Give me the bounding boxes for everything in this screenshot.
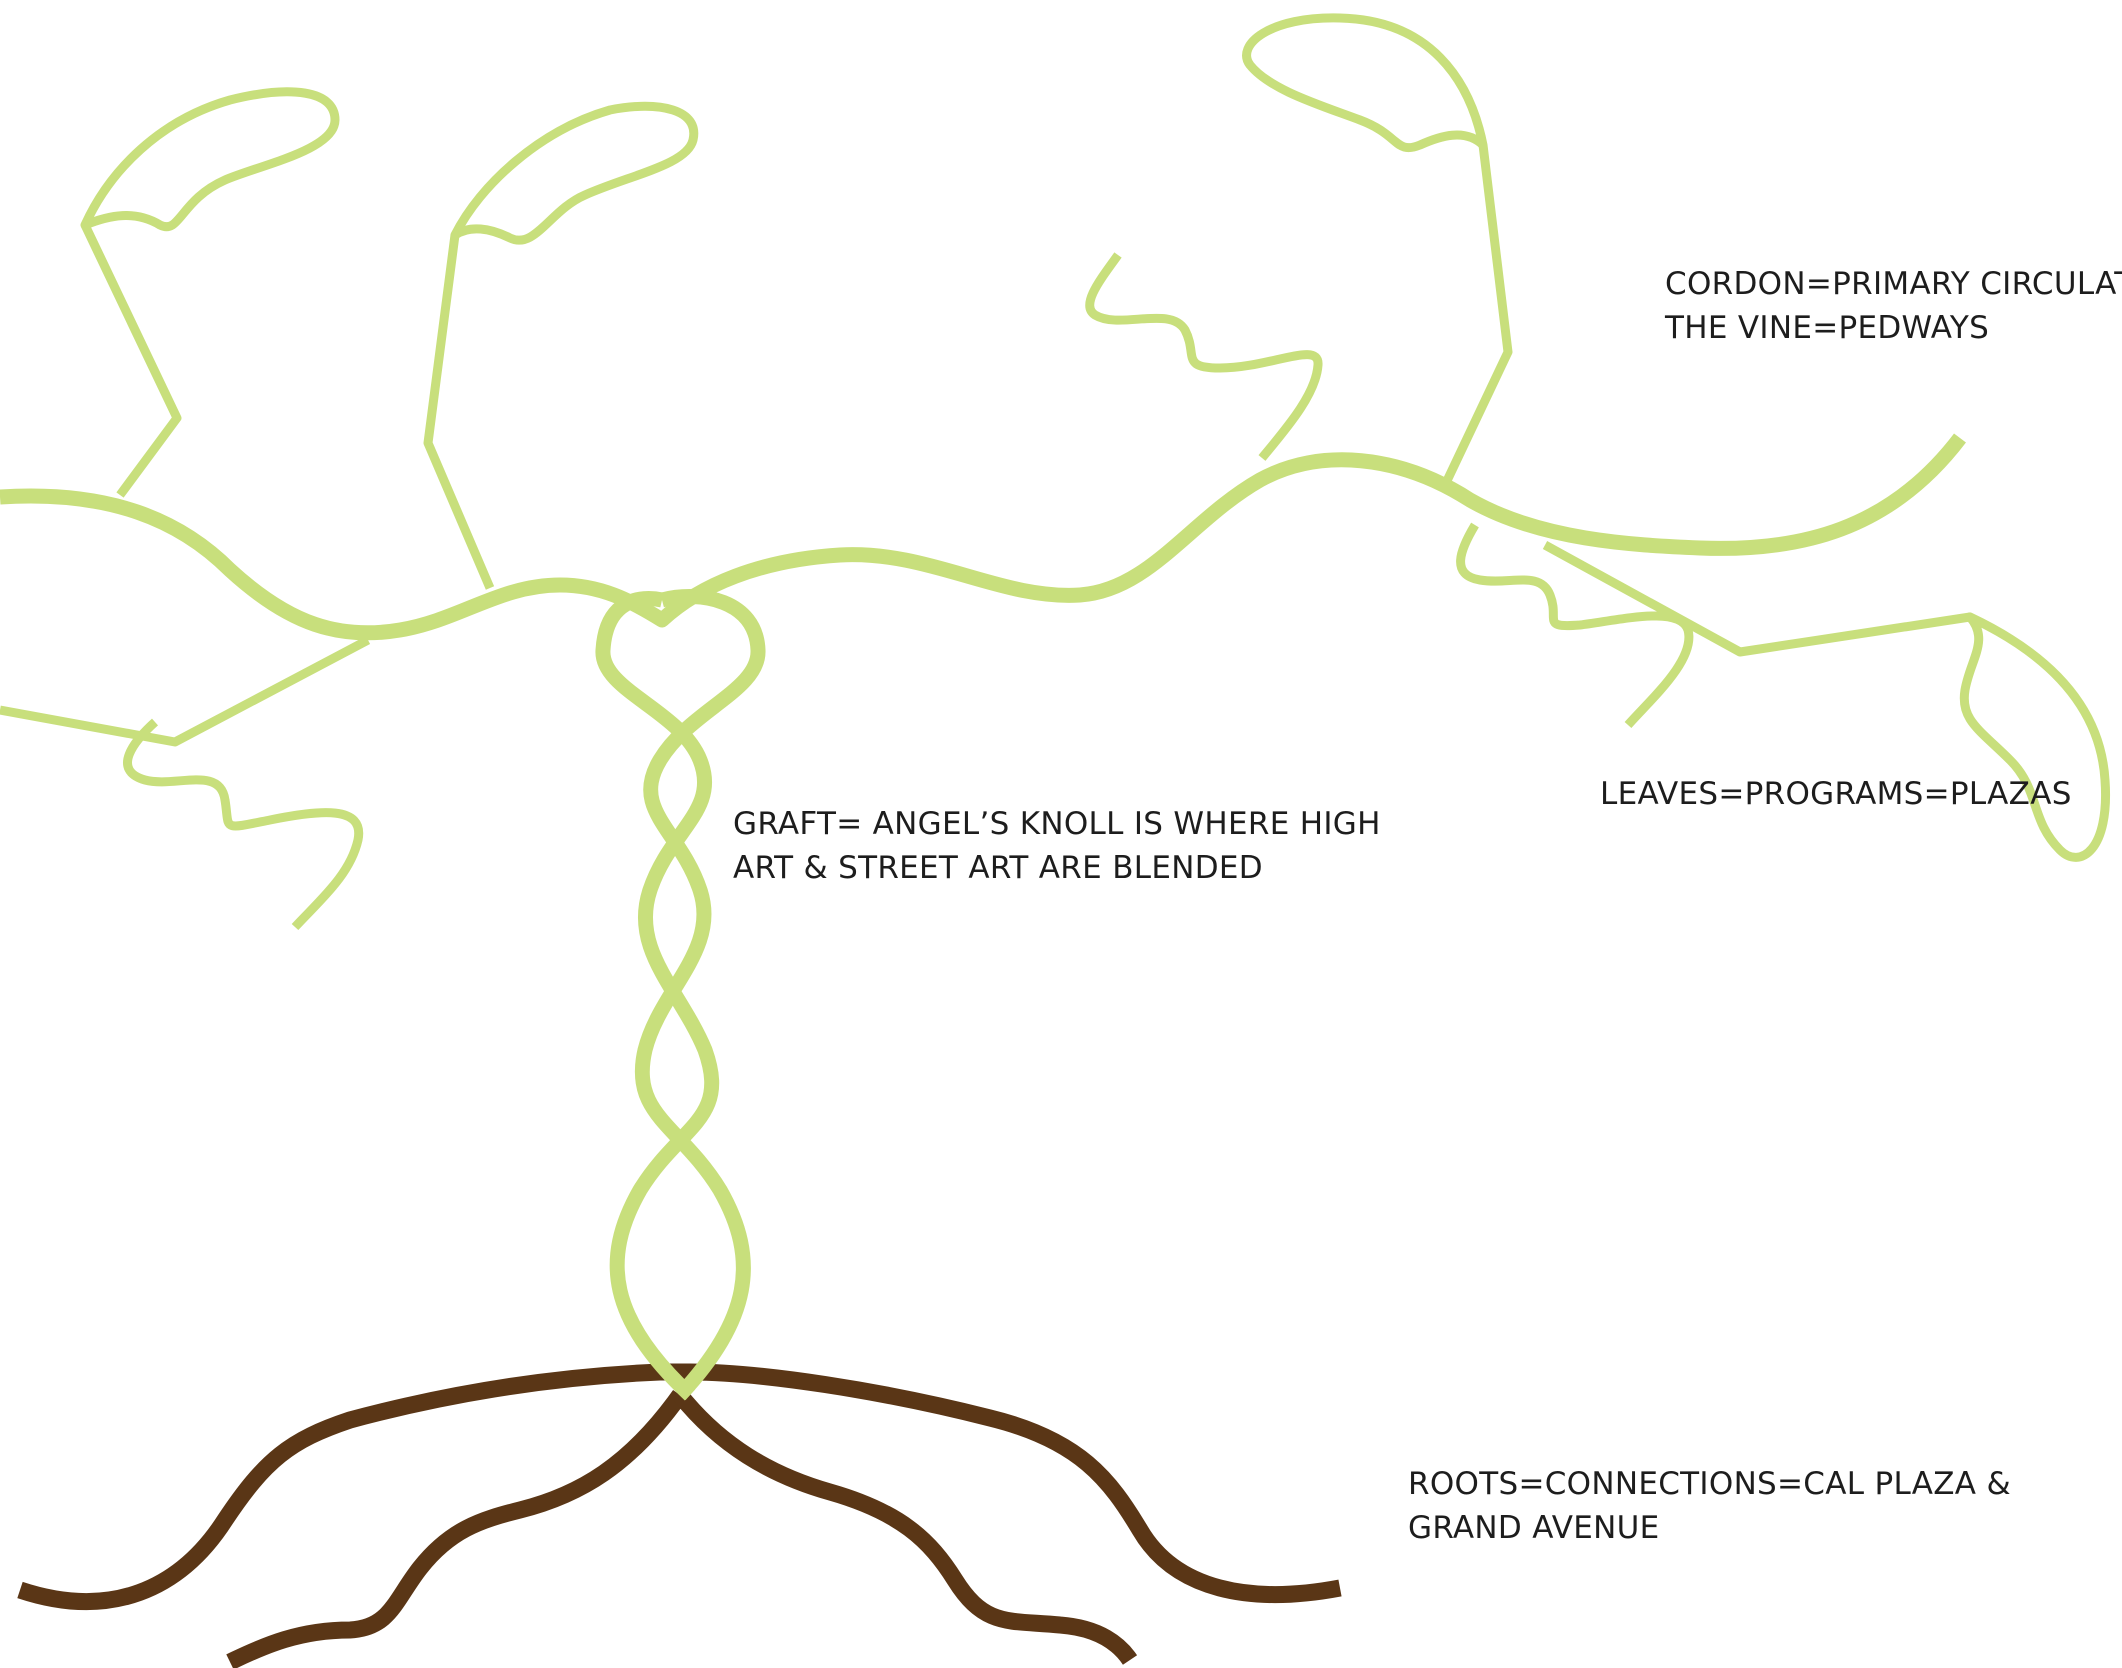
- leaves-label: LEAVES=PROGRAMS=PLAZAS: [1600, 772, 2072, 816]
- tendril-mid-top: [1090, 255, 1318, 458]
- roots: [20, 1372, 1340, 1662]
- cordon-label-line-2: THE VINE=PEDWAYS: [1665, 306, 2122, 350]
- leaf-right-lower: [1964, 617, 2105, 857]
- pedway-right-top: [1445, 145, 1508, 485]
- tendril-right-mid: [1461, 525, 1689, 725]
- graft-label: GRAFT= ANGEL’S KNOLL IS WHERE HIGH ART &…: [733, 802, 1381, 890]
- leaf-left-1: [85, 92, 335, 227]
- graft-label-line-2: ART & STREET ART ARE BLENDED: [733, 846, 1381, 890]
- pedway-left-1: [85, 225, 177, 495]
- leaves-label-text: LEAVES=PROGRAMS=PLAZAS: [1600, 772, 2072, 816]
- leaf-left-2: [455, 106, 694, 240]
- pedway-right-lower: [1545, 545, 1970, 652]
- pedway-left-lower: [0, 640, 368, 742]
- roots-label: ROOTS=CONNECTIONS=CAL PLAZA & GRAND AVEN…: [1408, 1462, 2011, 1550]
- leaf-right-top: [1247, 18, 1483, 148]
- root-inner-right: [680, 1395, 1130, 1660]
- graft-label-line-1: GRAFT= ANGEL’S KNOLL IS WHERE HIGH: [733, 802, 1381, 846]
- roots-label-line-1: ROOTS=CONNECTIONS=CAL PLAZA &: [1408, 1462, 2011, 1506]
- tendril-left-lower: [127, 722, 358, 927]
- cordon-label: CORDON=PRIMARY CIRCULATION THE VINE=PEDW…: [1665, 262, 2122, 350]
- trunk: [603, 597, 758, 1395]
- roots-label-line-2: GRAND AVENUE: [1408, 1506, 2011, 1550]
- cordon: [0, 438, 1960, 633]
- cordon-label-line-1: CORDON=PRIMARY CIRCULATION: [1665, 262, 2122, 306]
- cordon-main: [0, 438, 1960, 633]
- pedway-left-2: [428, 235, 490, 588]
